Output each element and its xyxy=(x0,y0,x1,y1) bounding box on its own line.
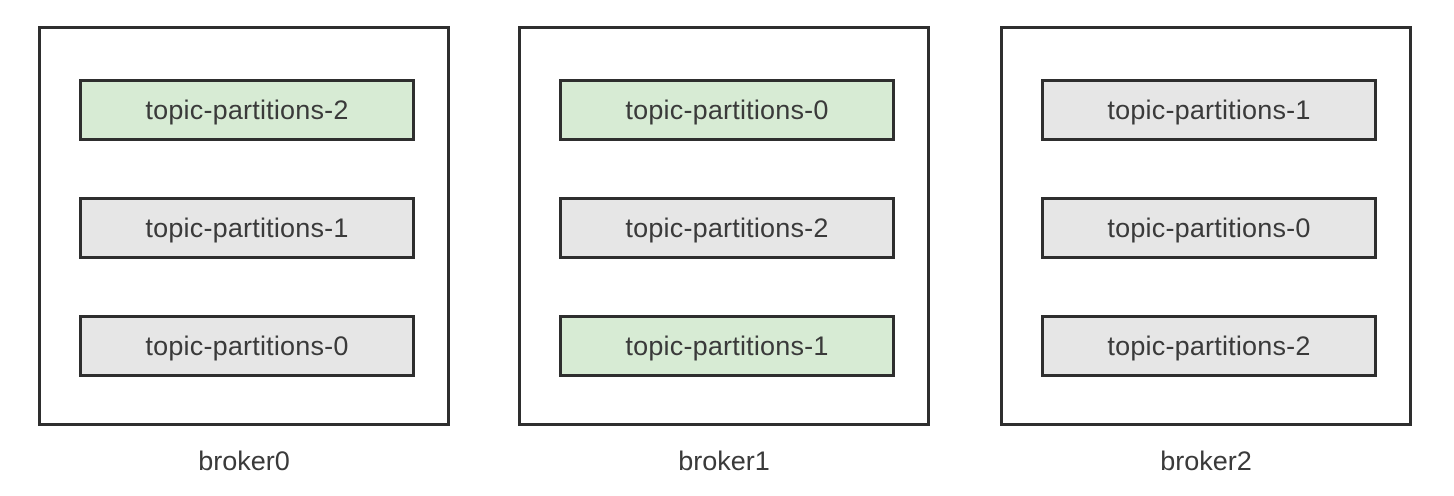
broker-box-0: topic-partitions-2 topic-partitions-1 to… xyxy=(38,26,450,426)
partition-box: topic-partitions-1 xyxy=(559,315,895,377)
partition-box: topic-partitions-1 xyxy=(79,197,415,259)
broker-label-1: broker1 xyxy=(678,446,770,476)
broker-label-0: broker0 xyxy=(198,446,290,476)
partition-box: topic-partitions-2 xyxy=(79,79,415,141)
partition-box: topic-partitions-2 xyxy=(1041,315,1377,377)
partition-box: topic-partitions-2 xyxy=(559,197,895,259)
broker-box-1: topic-partitions-0 topic-partitions-2 to… xyxy=(518,26,930,426)
partition-box: topic-partitions-0 xyxy=(79,315,415,377)
broker-box-2: topic-partitions-1 topic-partitions-0 to… xyxy=(1000,26,1412,426)
broker-label-2: broker2 xyxy=(1160,446,1252,476)
partition-box: topic-partitions-0 xyxy=(1041,197,1377,259)
partition-box: topic-partitions-0 xyxy=(559,79,895,141)
partition-box: topic-partitions-1 xyxy=(1041,79,1377,141)
